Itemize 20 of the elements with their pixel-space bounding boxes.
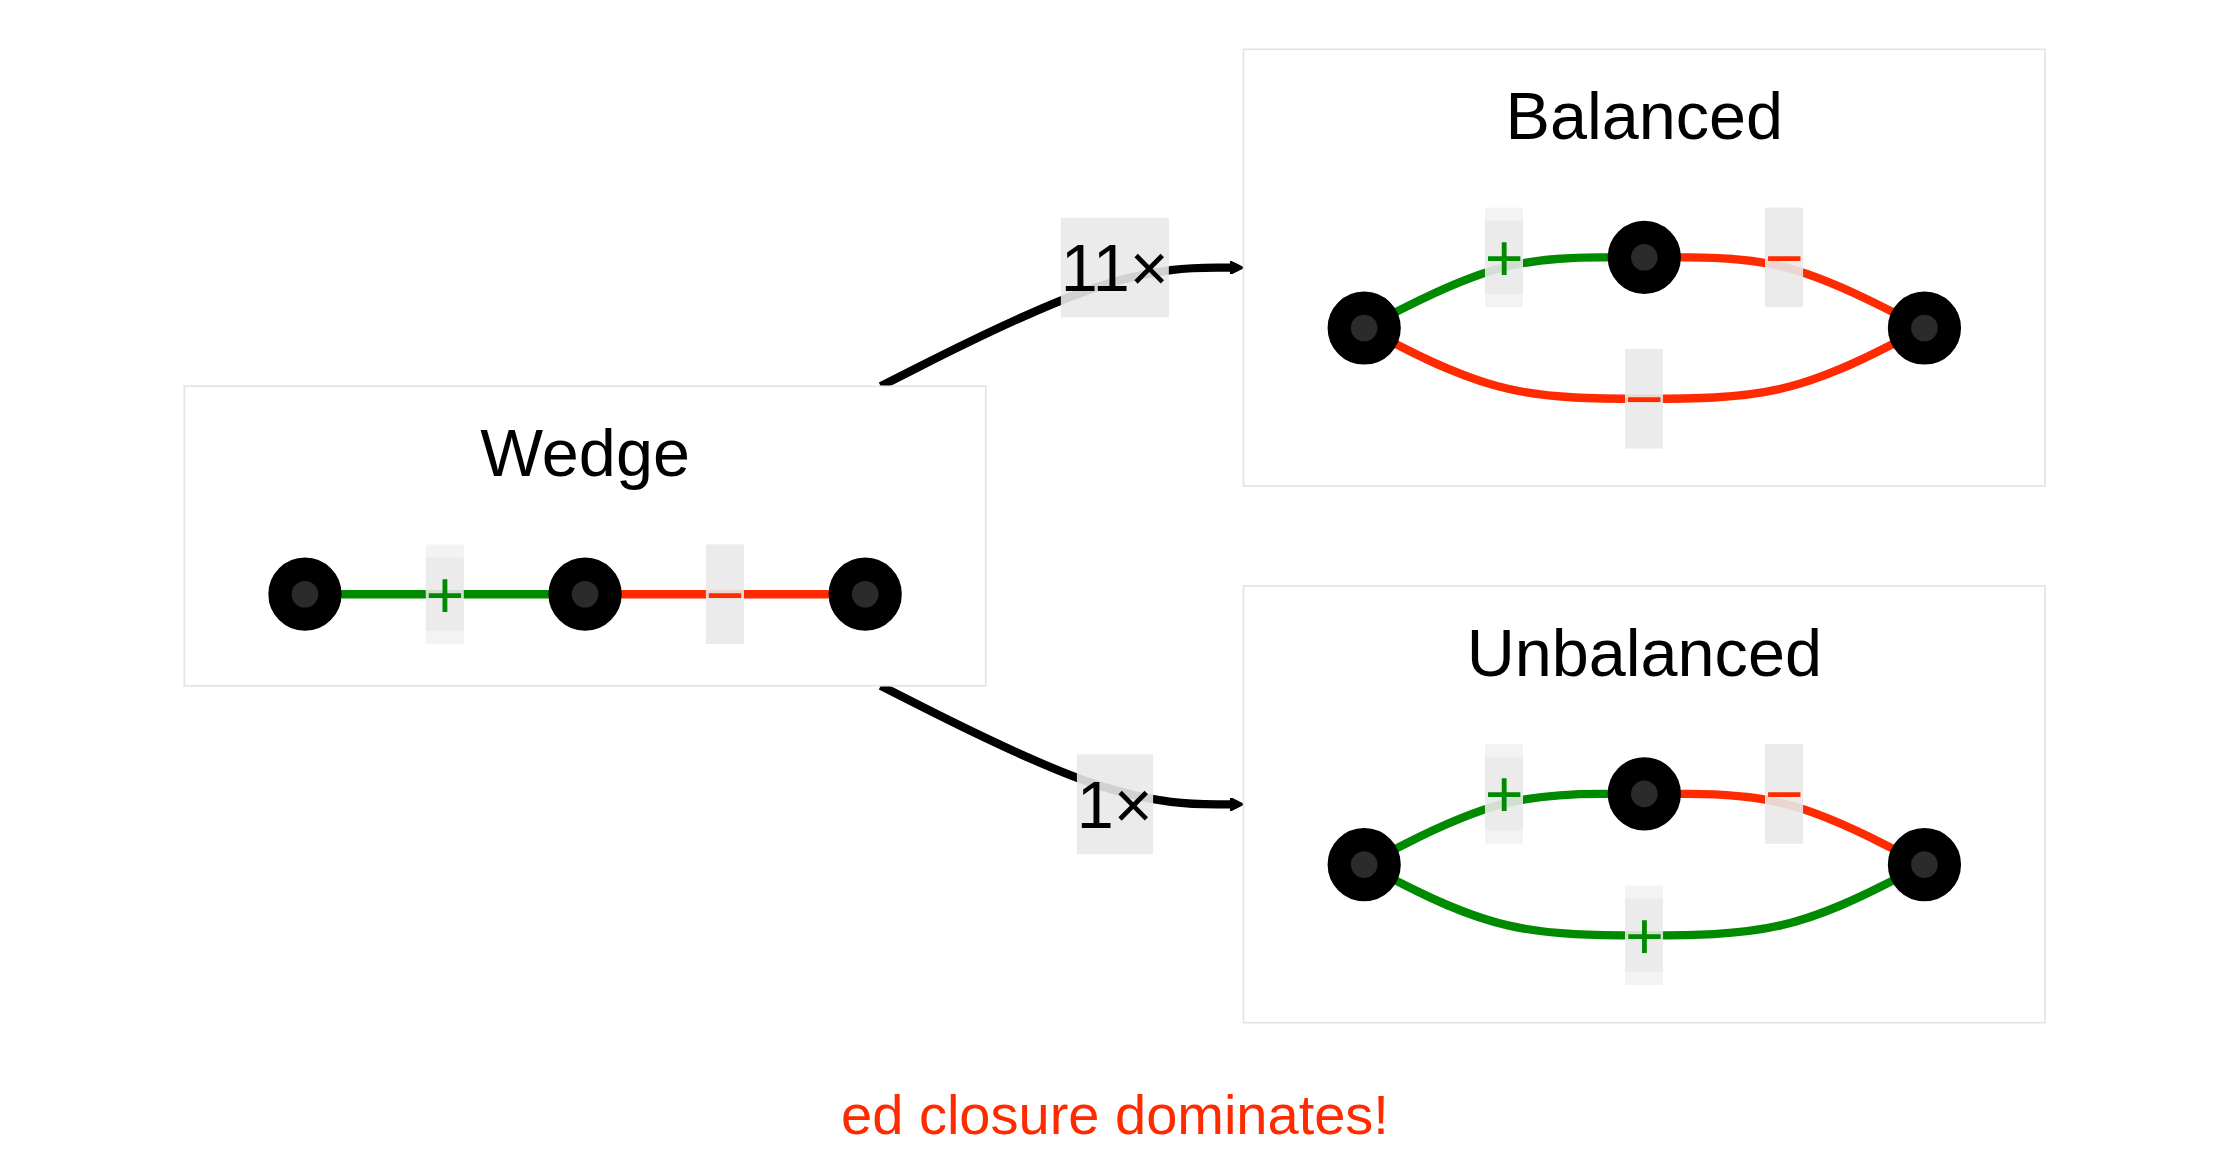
node-circle [1888, 828, 1962, 902]
node-circle [1327, 291, 1402, 365]
node-circle [548, 557, 622, 631]
caption: ed closure dominates! [841, 1082, 1389, 1147]
edge-label: − [1765, 757, 1805, 831]
node-circle [828, 557, 903, 631]
node-circle [1608, 220, 1682, 294]
node-circle [1608, 757, 1682, 831]
edge-label: + [425, 557, 465, 631]
edge-label: + [1485, 220, 1524, 294]
edge-label: + [1625, 898, 1665, 972]
edge-label: + [1485, 757, 1524, 831]
edge-label: 1× [1077, 767, 1153, 841]
edge-label: − [1765, 220, 1805, 294]
node-circle [1888, 291, 1962, 365]
edge-label: 11× [1061, 231, 1169, 305]
node-circle [268, 557, 342, 631]
edge-label: − [706, 557, 745, 631]
node-circle [1327, 828, 1402, 902]
edge-label: − [1625, 362, 1665, 436]
